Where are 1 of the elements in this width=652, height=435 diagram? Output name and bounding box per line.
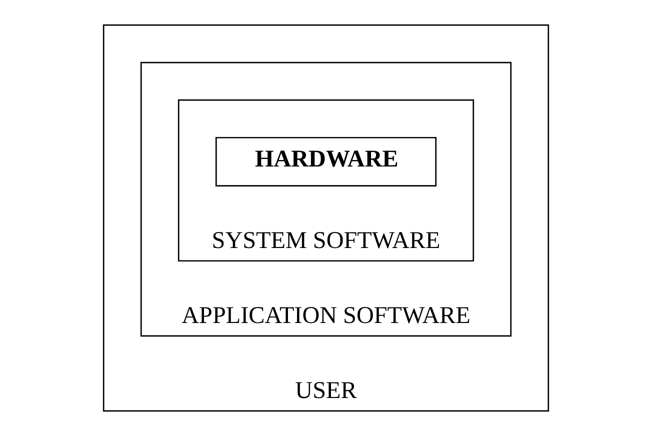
node-box: HARDWARE [215,136,437,186]
